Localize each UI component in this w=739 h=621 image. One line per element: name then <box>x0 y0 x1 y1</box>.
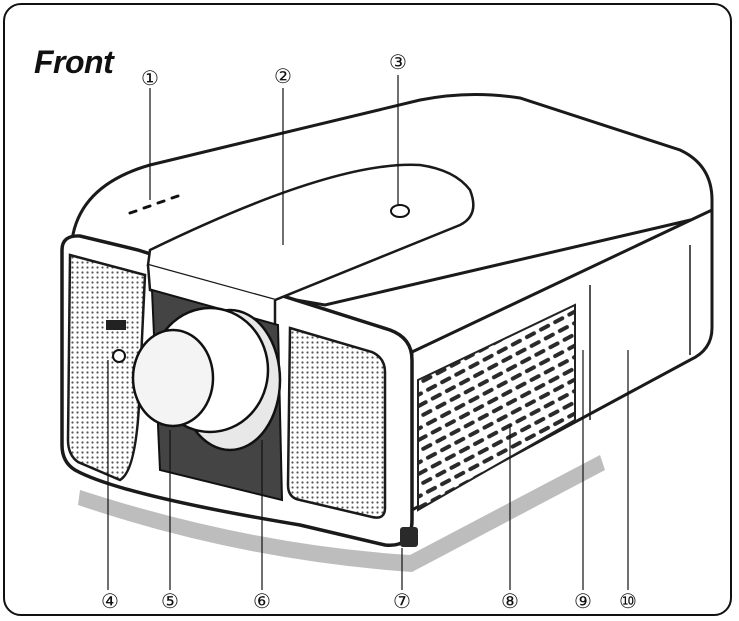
callout-10: ⑩ <box>619 589 637 613</box>
front-sensor <box>106 320 126 330</box>
projector-shadow <box>78 455 605 572</box>
callout-1: ① <box>141 66 159 90</box>
callout-5: ⑤ <box>161 589 179 613</box>
top-indicators <box>128 194 180 215</box>
callout-3: ③ <box>389 50 407 74</box>
callout-9: ⑨ <box>574 589 592 613</box>
callout-6: ⑥ <box>253 589 271 613</box>
leader-lines <box>107 75 629 590</box>
callout-4: ④ <box>101 589 119 613</box>
side-exhaust-vent <box>417 303 576 512</box>
callout-8: ⑧ <box>501 589 519 613</box>
lens-housing-cover <box>146 163 475 302</box>
right-intake-grille <box>286 326 387 519</box>
top-sensor <box>390 204 410 218</box>
adjustable-foot <box>400 527 418 547</box>
diagram-title: Front <box>34 44 114 80</box>
callout-7: ⑦ <box>393 589 411 613</box>
infrared-receiver <box>112 349 126 363</box>
lens-glass <box>131 328 215 428</box>
callout-2: ② <box>274 64 292 88</box>
